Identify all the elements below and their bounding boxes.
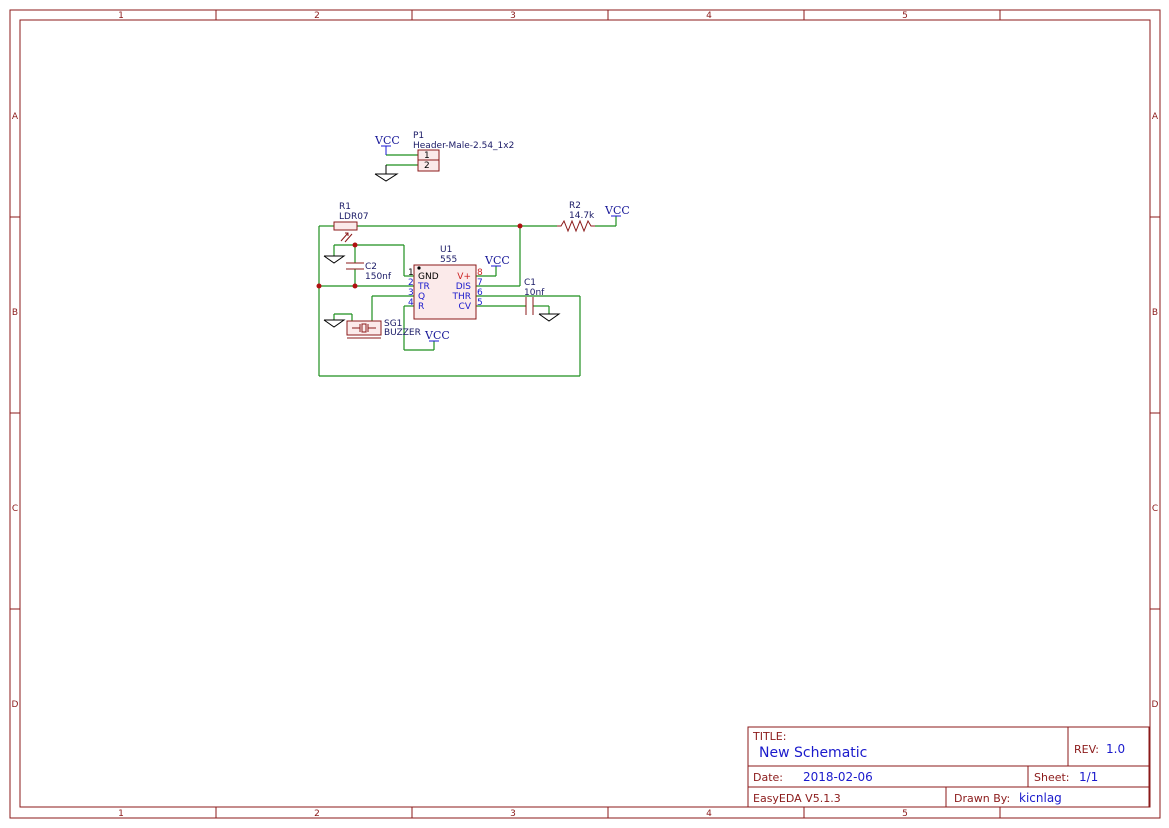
vcc-label: VCC [424,329,450,342]
u1-pin-num: 3 [408,288,414,298]
u1-pin-name: CV [459,302,472,312]
ruler-row-b-right: B [1152,308,1158,318]
rev-value: 1.0 [1106,742,1125,756]
u1-pin-name: THR [451,292,471,302]
ldr-r1[interactable]: R1 LDR07 [333,202,369,243]
date-value: 2018-02-06 [803,770,873,784]
r1-value: LDR07 [339,212,369,222]
date-key: Date: [753,771,783,784]
header-p1[interactable]: 1 2 P1 Header-Male-2.54_1x2 [413,131,514,172]
drawn-by-value: kicnlag [1019,791,1062,805]
sheet-frame: 1 2 3 4 5 1 2 3 4 5 A B C D A B C D [9,9,1161,819]
vcc-symbol: VCC [424,329,450,342]
junctions [316,223,523,289]
ruler-row-a: A [12,112,19,122]
ruler-row-b: B [12,308,18,318]
c1-ref: C1 [524,278,536,288]
u1-pin-name: V+ [457,272,471,282]
power-symbols: VCC VCC VCC VCC [323,134,630,342]
junction-dot [517,223,523,229]
u1-pin-name: DIS [456,282,472,292]
sg1-ref: SG1 [384,319,402,329]
p1-value: Header-Male-2.54_1x2 [413,141,514,151]
sg1-value: BUZZER [384,328,421,338]
ruler-row-d-right: D [1152,700,1159,710]
vcc-label: VCC [484,254,510,267]
sheet-key: Sheet: [1034,771,1070,784]
ground-symbol [374,165,399,182]
u1-pin-name: TR [417,282,430,292]
u1-pin-num: 6 [477,288,483,298]
ruler-col-3-bottom: 3 [510,809,516,819]
vcc-label: VCC [374,134,400,147]
u1-ref: U1 [440,245,452,255]
buzzer-sg1[interactable]: SG1 BUZZER [346,319,421,339]
u1-pin-num: 5 [477,298,483,308]
u1-pin-num: 8 [477,268,483,278]
u1-pin-num: 7 [477,278,483,288]
capacitor-c1[interactable]: C1 10nf [524,278,545,315]
u1-value: 555 [440,255,457,265]
junction-dot [316,283,322,289]
vcc-label: VCC [604,204,630,217]
tool-version: EasyEDA V5.1.3 [753,792,841,805]
ground-symbol [323,255,346,264]
ruler-row-c-right: C [1152,504,1158,514]
capacitor-c2[interactable]: C2 150nf [346,262,392,282]
rev-key: REV: [1074,743,1099,756]
u1-pin-num: 1 [408,268,414,278]
ruler-col-5-bottom: 5 [902,809,908,819]
c1-value: 10nf [524,288,545,298]
ground-symbol [323,319,346,328]
drawn-by-key: Drawn By: [954,792,1010,805]
u1-pin-num: 4 [408,298,414,308]
sheet-value: 1/1 [1079,770,1098,784]
ruler-col-2: 2 [314,11,320,21]
r2-ref: R2 [569,201,581,211]
junction-dot [352,242,358,248]
u1-pin-num: 2 [408,278,414,288]
ruler-col-5: 5 [902,11,908,21]
ruler-col-4: 4 [706,11,712,21]
u1-pin-name: Q [418,292,425,302]
ruler-col-4-bottom: 4 [706,809,712,819]
ruler-row-c: C [12,504,18,514]
title-key: TITLE: [752,730,786,743]
ground-symbol [538,313,561,322]
p1-pin2: 2 [424,161,430,171]
timer-ic-u1[interactable]: U1 555 1 2 3 4 GND TR Q R 8 7 6 5 V+ DIS… [408,245,483,320]
ruler-row-d: D [12,700,19,710]
r2-value: 14.7k [569,211,595,221]
resistor-r2[interactable]: R2 14.7k [557,201,595,233]
vcc-symbol: VCC [484,254,510,267]
wires [318,154,617,377]
ruler-col-1: 1 [118,11,124,21]
ruler-col-2-bottom: 2 [314,809,320,819]
title-block: TITLE: New Schematic REV: 1.0 Date: 2018… [747,726,1150,808]
u1-pin-name: R [418,302,424,312]
p1-pin1: 1 [424,151,430,161]
schematic-title: New Schematic [759,745,867,761]
c2-value: 150nf [365,272,392,282]
ruler-col-1-bottom: 1 [118,809,124,819]
ruler-col-3: 3 [510,11,516,21]
junction-dot [352,283,358,289]
vcc-symbol: VCC [374,134,400,155]
u1-pin-name: GND [418,272,439,282]
p1-ref: P1 [413,131,424,141]
ruler-row-a-right: A [1152,112,1159,122]
r1-ref: R1 [339,202,351,212]
vcc-symbol: VCC [604,204,630,217]
c2-ref: C2 [365,262,377,272]
